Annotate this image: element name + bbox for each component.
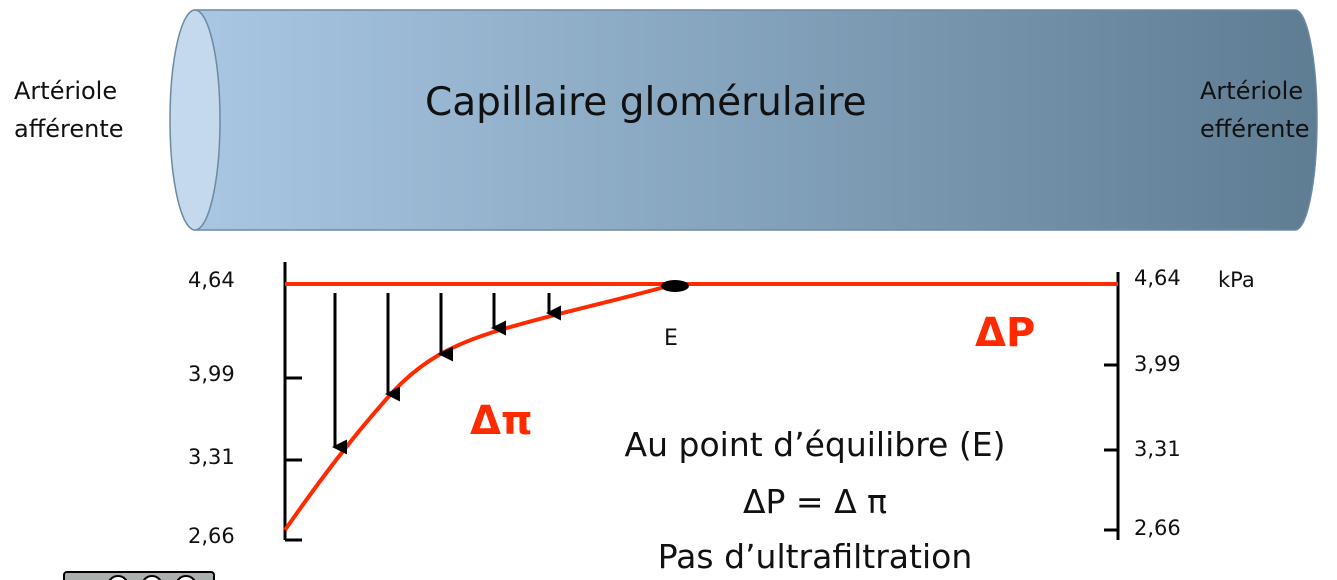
right-tick-3: 3,31: [1134, 437, 1181, 461]
right-tick-4: 2,66: [1134, 516, 1181, 540]
license-badge: [63, 571, 215, 580]
right-axis: [1104, 272, 1120, 540]
left-tick-4: 2,66: [188, 524, 235, 548]
afferent-line1: Artériole: [14, 77, 118, 105]
right-tick-1: 4,64: [1134, 266, 1181, 290]
left-tick-3: 3,31: [188, 445, 235, 469]
equilibrium-point-label: E: [664, 326, 678, 351]
capillary-body: [194, 9, 1318, 231]
right-tick-2: 3,99: [1134, 352, 1181, 376]
afferent-arteriole-label: Artériole afférente: [14, 72, 124, 148]
capillary-opening: [169, 9, 221, 231]
delta-pi-curve: [283, 282, 676, 532]
left-axis: [283, 262, 302, 542]
capillary-tube: [169, 9, 1318, 231]
delta-pi-label: Δπ: [470, 398, 533, 444]
efferent-arteriole-label: Artériole efférente: [1200, 72, 1310, 148]
caption-line-3: Pas d’ultrafiltration: [657, 537, 973, 576]
filtration-arrows: [332, 293, 561, 455]
afferent-line2: afférente: [14, 115, 124, 143]
delta-p-label: ΔP: [975, 310, 1036, 356]
capillary-title: Capillaire glomérulaire: [425, 80, 867, 125]
equilibrium-point-marker: [661, 280, 689, 292]
efferent-line1: Artériole: [1200, 77, 1304, 105]
caption-line-2: ΔP = Δ π: [742, 482, 888, 521]
left-tick-2: 3,99: [188, 362, 235, 386]
unit-label: kPa: [1218, 268, 1255, 292]
left-tick-1: 4,64: [188, 268, 235, 292]
caption-line-1: Au point d’équilibre (E): [624, 425, 1006, 464]
efferent-line2: efférente: [1200, 115, 1310, 143]
